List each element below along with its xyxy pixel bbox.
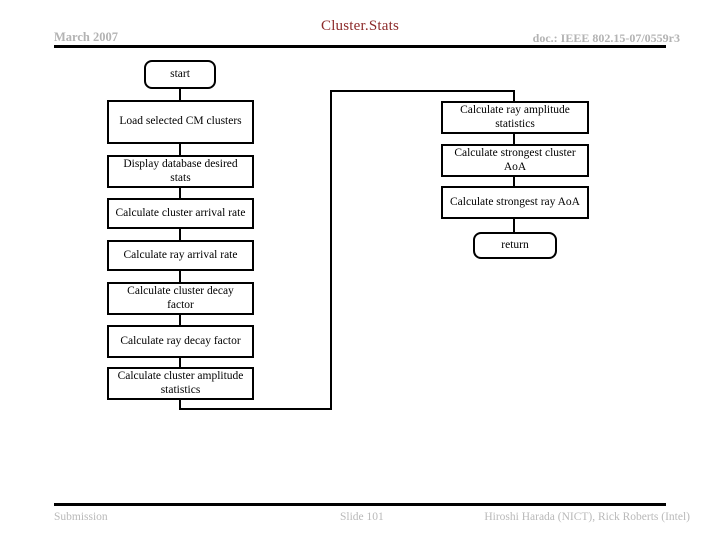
connector-bottom-horizontal — [179, 408, 332, 410]
flow-node-calculate-cluster-amplitude-statistics: Calculate cluster amplitude statistics — [107, 367, 254, 400]
flow-node-label: Load selected CM clusters — [119, 115, 242, 128]
connector-top-horizontal — [330, 90, 515, 92]
flow-node-label: Calculate cluster arrival rate — [115, 206, 246, 219]
connector-ray-amplitude-to-cluster-aoa — [513, 133, 515, 146]
flow-node-label: Calculate ray arrival rate — [123, 248, 238, 261]
flow-node-calculate-cluster-decay-factor: Calculate cluster decay factor — [107, 282, 254, 315]
footer-submission: Submission — [54, 511, 108, 523]
connector-into-ray-amplitude — [513, 90, 515, 103]
flow-node-label: Calculate ray decay factor — [120, 334, 241, 347]
header-date: March 2007 — [54, 30, 118, 44]
footer-authors: Hiroshi Harada (NICT), Rick Roberts (Int… — [484, 511, 690, 523]
flow-node-calculate-strongest-cluster-aoa: Calculate strongest cluster AoA — [441, 144, 589, 177]
connector-cluster-amplitude-down — [179, 399, 181, 410]
connector-ray-arrival-to-cluster-decay — [179, 270, 181, 283]
flow-node-label: Calculate strongest ray AoA — [450, 195, 580, 208]
flow-node-display-database-desired-stats: Display database desired stats — [107, 155, 254, 188]
flow-node-label: Calculate ray amplitude statistics — [460, 103, 570, 130]
connector-ray-decay-to-cluster-amplitude — [179, 357, 181, 368]
connector-cluster-aoa-to-ray-aoa — [513, 176, 515, 188]
flow-node-calculate-ray-decay-factor: Calculate ray decay factor — [107, 325, 254, 358]
connector-right-riser — [330, 90, 332, 410]
flow-node-calculate-ray-arrival-rate: Calculate ray arrival rate — [107, 240, 254, 271]
connector-load-to-display — [179, 143, 181, 156]
flow-node-label: Calculate cluster amplitude statistics — [117, 369, 244, 396]
header-document-number: doc.: IEEE 802.15-07/0559r3 — [532, 31, 680, 45]
connector-cluster-decay-to-ray-decay — [179, 314, 181, 326]
flow-node-label: Calculate cluster decay factor — [127, 284, 234, 311]
page-title: Cluster.Stats — [320, 18, 400, 34]
flow-node-label: start — [170, 67, 190, 80]
connector-ray-aoa-to-return — [513, 218, 515, 234]
header-divider — [54, 45, 666, 48]
flow-node-label: Calculate strongest cluster AoA — [454, 146, 576, 173]
flow-node-calculate-cluster-arrival-rate: Calculate cluster arrival rate — [107, 198, 254, 229]
flow-node-calculate-ray-amplitude-statistics: Calculate ray amplitude statistics — [441, 101, 589, 134]
connector-cluster-arrival-to-ray-arrival — [179, 228, 181, 241]
slide-header: March 2007 Cluster.Stats doc.: IEEE 802.… — [0, 0, 720, 52]
connector-display-to-cluster-arrival — [179, 187, 181, 199]
flow-node-calculate-strongest-ray-aoa: Calculate strongest ray AoA — [441, 186, 589, 219]
connector-start-to-load — [179, 88, 181, 101]
footer-slide-number: Slide 101 — [340, 511, 384, 523]
flow-node-load-selected-cm-clusters: Load selected CM clusters — [107, 100, 254, 144]
footer-divider — [54, 503, 666, 506]
flow-node-start: start — [144, 60, 216, 89]
flow-node-label: Display database desired stats — [123, 157, 238, 184]
flow-node-label: return — [501, 238, 529, 251]
flow-node-return: return — [473, 232, 557, 259]
